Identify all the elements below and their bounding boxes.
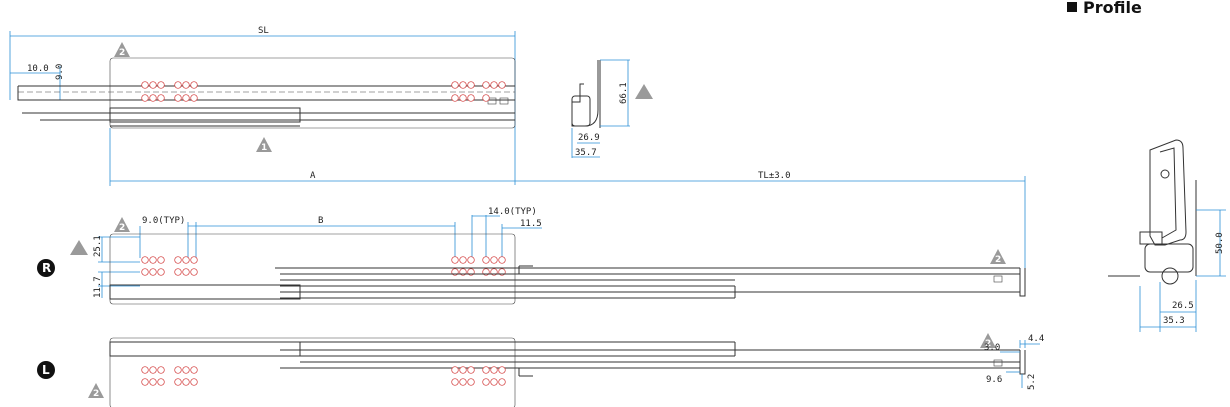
drawer-side-plate-right	[109, 233, 516, 305]
marker-plain-section	[635, 84, 653, 99]
marker-2-left: 2	[88, 383, 104, 399]
locking-device-right	[109, 284, 301, 300]
dim-9-0-label: 9.0	[55, 64, 65, 80]
right-slide-view: R 2 9.0(TYP) B 14.0(TYP) 11.5 25.1 11.7	[37, 207, 1026, 305]
dim-typ9-label: 9.0(TYP)	[142, 216, 185, 226]
dim-50-0-label: 50.0	[1215, 232, 1225, 254]
left-slide-view: L 2 2	[37, 333, 1044, 407]
dim-sl-label: SL	[258, 26, 269, 36]
svg-text:R: R	[42, 261, 51, 275]
marker-2-right-end: 2	[990, 249, 1006, 265]
dim-5-2-label: 5.2	[1027, 374, 1037, 390]
dim-26-5-label: 26.5	[1172, 301, 1194, 311]
hole-pattern-left-rear	[451, 366, 506, 386]
dim-4-4-label: 4.4	[1028, 334, 1044, 344]
svg-text:1: 1	[261, 143, 267, 153]
dim-3-0-label: 3.0	[984, 343, 1000, 353]
svg-text:2: 2	[995, 255, 1001, 265]
locking-device	[109, 107, 301, 123]
hole-pattern-right-rear	[451, 256, 506, 276]
profile-view: Profile 50.0 26.5 35.3	[1067, 0, 1226, 332]
dim-11-7-label: 11.7	[93, 276, 103, 298]
svg-text:2: 2	[119, 48, 125, 58]
hole-pattern-right-front	[141, 256, 198, 276]
hole-pattern-left-front	[141, 366, 198, 386]
dim-tl-label: TL±3.0	[758, 171, 791, 181]
locking-device-left	[109, 341, 301, 357]
section-view: 66.1 26.9 35.7	[571, 59, 653, 158]
svg-text:L: L	[42, 363, 50, 377]
marker-2-top: 2	[114, 42, 130, 58]
svg-text:2: 2	[93, 389, 99, 399]
profile-roller	[1161, 267, 1179, 285]
profile-bullet-icon	[1067, 2, 1077, 12]
drawer-side-plate	[109, 57, 516, 129]
marker-plain-right	[70, 240, 88, 255]
hole-pattern-front	[141, 81, 198, 102]
dim-9-6-label: 9.6	[986, 375, 1002, 385]
dim-11-5-label: 11.5	[520, 219, 542, 229]
dim-a-label: A	[310, 171, 316, 181]
dim-10-0-label: 10.0	[27, 64, 49, 74]
dim-25-1-label: 25.1	[93, 235, 103, 257]
side-badge-right: R	[37, 259, 55, 277]
side-badge-left: L	[37, 361, 55, 379]
svg-text:2: 2	[119, 223, 125, 233]
dim-b-label: B	[318, 216, 323, 226]
dim-35-7-label: 35.7	[575, 148, 597, 158]
hole-pattern-rear	[451, 81, 506, 102]
dim-35-3-label: 35.3	[1163, 316, 1185, 326]
dim-66-1-label: 66.1	[619, 82, 629, 104]
drawer-side-plate-left	[109, 337, 516, 407]
marker-2-right: 2	[114, 217, 130, 233]
marker-2-left-end: 2	[980, 333, 996, 349]
dim-typ14-label: 14.0(TYP)	[488, 207, 537, 217]
profile-rail-section	[1144, 243, 1194, 273]
dim-26-9-label: 26.9	[578, 133, 600, 143]
svg-text:2: 2	[985, 339, 991, 349]
marker-1-top: 1	[256, 137, 272, 153]
top-view: SL 10.0 9.0	[9, 26, 1026, 270]
profile-title: Profile	[1083, 0, 1142, 17]
profile-drawer-section	[1149, 139, 1187, 246]
